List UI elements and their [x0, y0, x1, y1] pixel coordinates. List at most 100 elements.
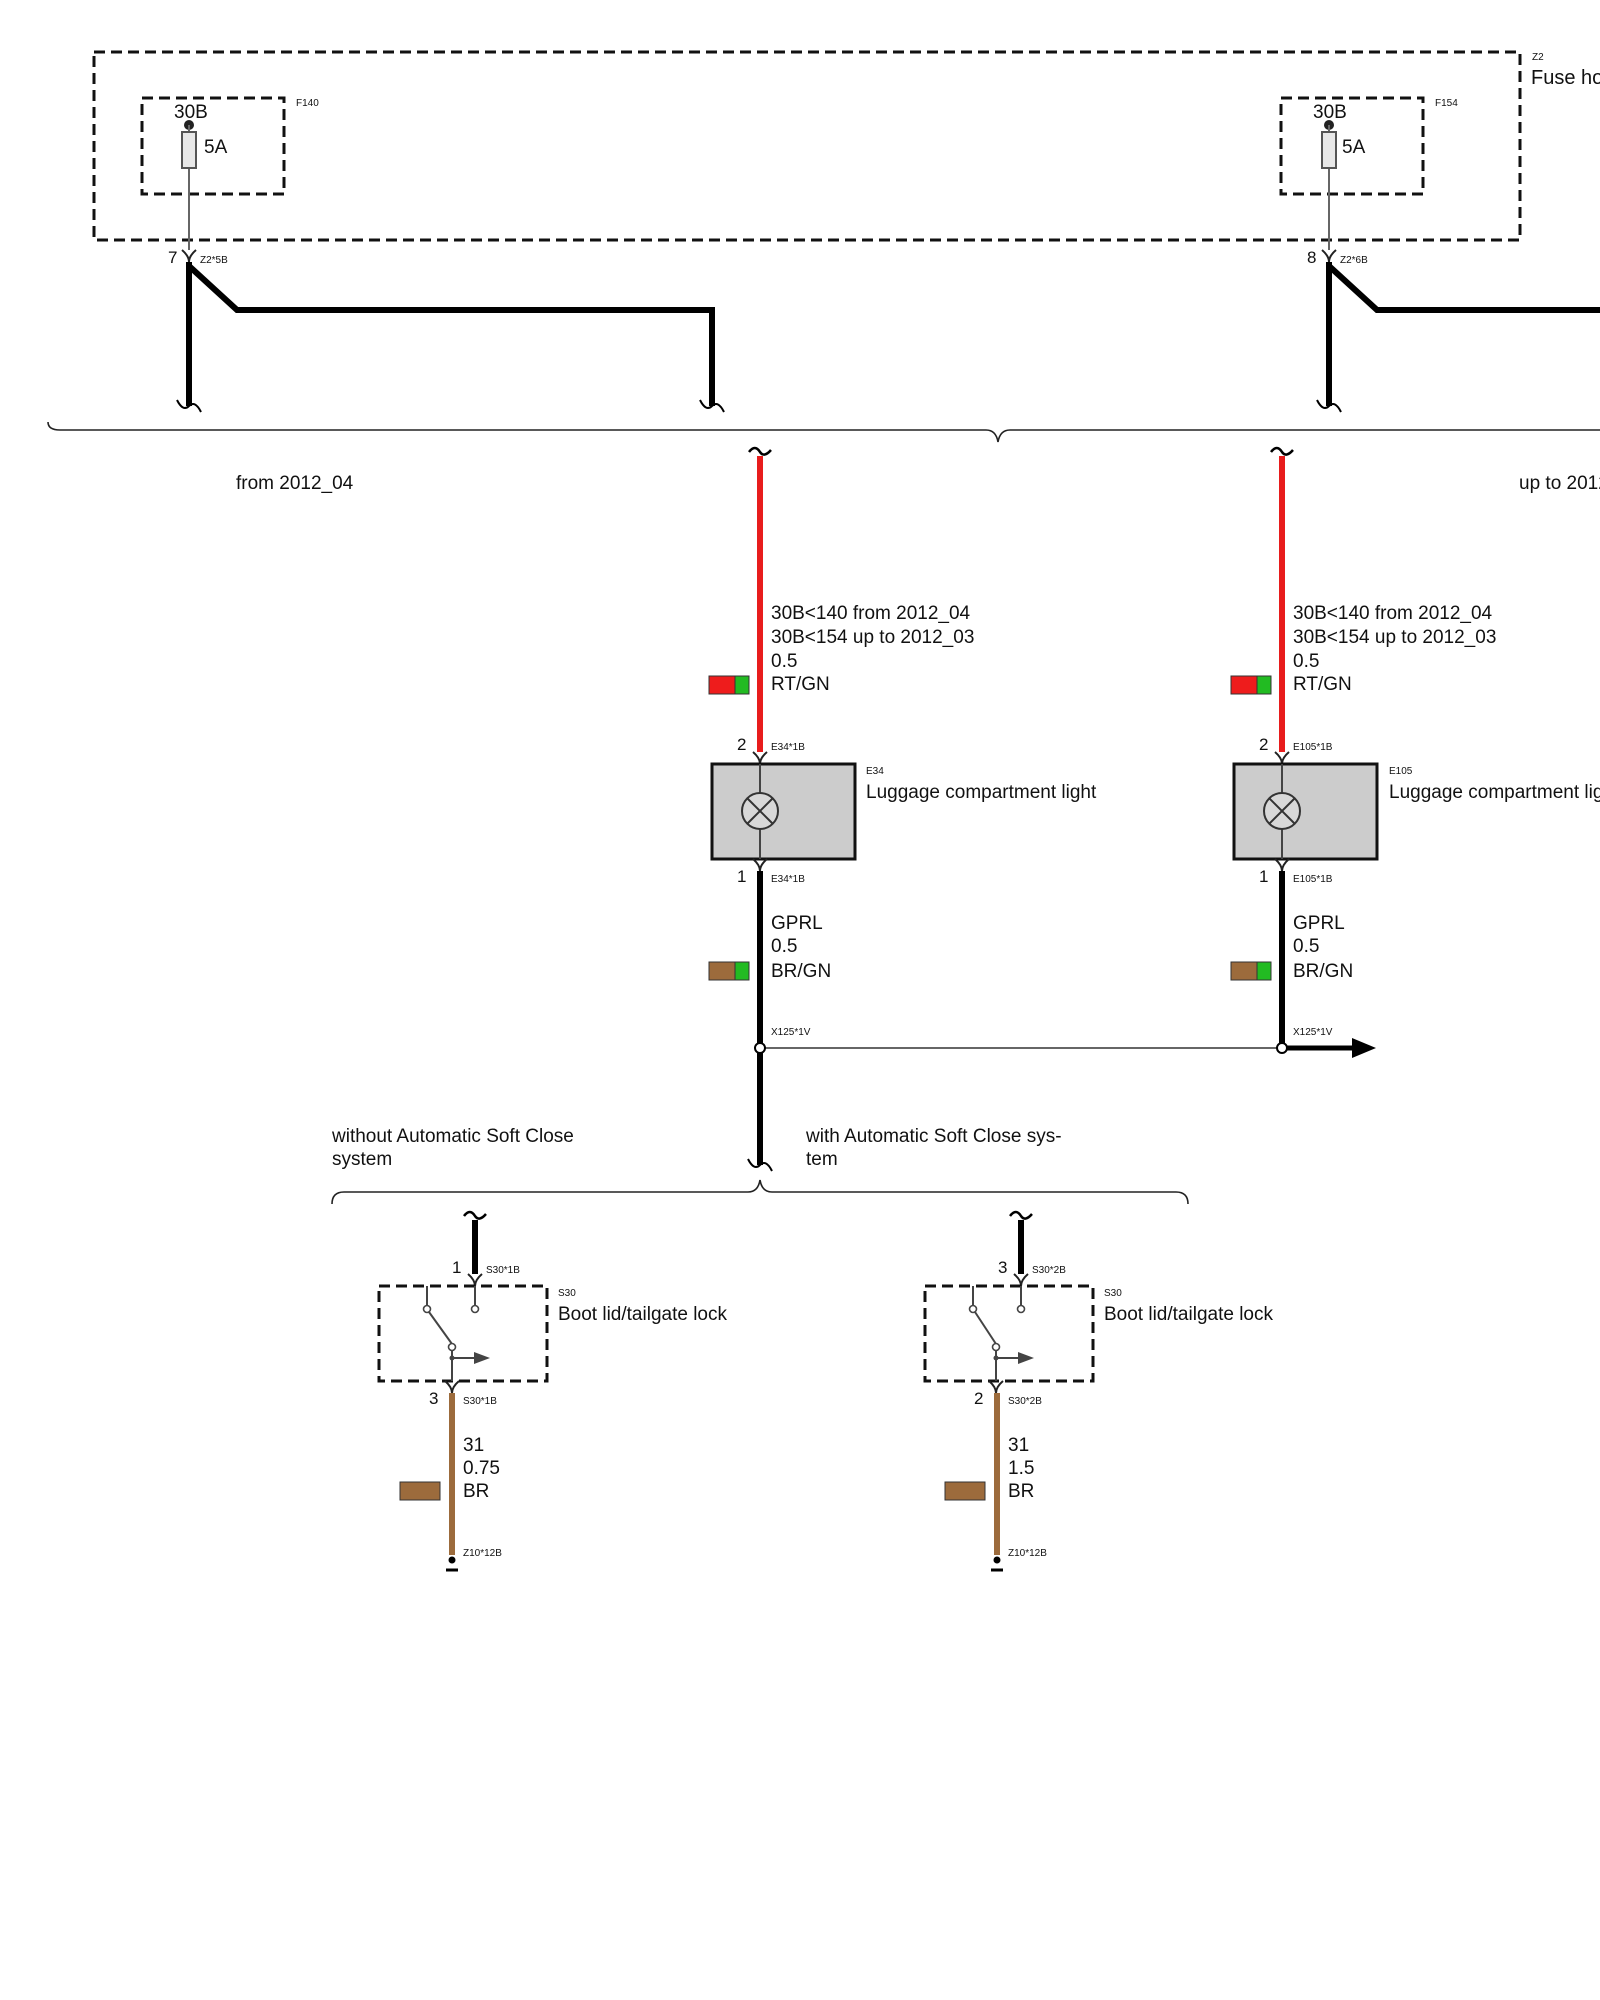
fuse-f154-connector: Z2*6B: [1340, 255, 1368, 266]
wire-e105-return-gauge: 0.5: [1293, 936, 1319, 957]
lock1-conn-bottom: S30*1B: [463, 1396, 497, 1407]
arrow-right-icon: [1352, 1038, 1376, 1058]
lock1-conn-top: S30*1B: [486, 1265, 520, 1276]
wire-e105-feed-line2: 30B<154 up to 2012_03: [1293, 627, 1496, 648]
wire-e105-feed-line1: 30B<140 from 2012_04: [1293, 603, 1493, 624]
lock-option-with-line1: with Automatic Soft Close sys-: [805, 1126, 1062, 1147]
wire-e105-feed-color: RT/GN: [1293, 674, 1352, 695]
lock-option-with-line2: tem: [806, 1149, 838, 1170]
wire-break-icon: [699, 399, 725, 413]
light-e105-pin-top: 2: [1259, 735, 1268, 754]
wire-e34-feed-line2: 30B<154 up to 2012_03: [771, 627, 974, 648]
lock1-id: S30: [558, 1288, 576, 1299]
switch-icon: [968, 1286, 1034, 1381]
splice-left-dot: [754, 1042, 766, 1054]
fuse-f154-pin: 8: [1307, 248, 1316, 267]
ground-icon: [991, 1556, 1003, 1572]
lamp-icon: [741, 792, 779, 830]
fuse-f140-id: F140: [296, 98, 319, 109]
lock1-pin-hook: [467, 1273, 483, 1287]
wire-e34-feed-gauge: 0.5: [771, 651, 797, 672]
splice-right-label: X125*1V: [1293, 1027, 1333, 1038]
light-e34-pin-top: 2: [737, 735, 746, 754]
light-e34-pin-hook: [752, 751, 768, 765]
light-e105-pin-bottom: 1: [1259, 867, 1268, 886]
lock2-conn-bottom: S30*2B: [1008, 1396, 1042, 1407]
wire-color-swatch: [708, 961, 750, 981]
lock2-box: [923, 1284, 1095, 1383]
fuse-f140-rating: 5A: [204, 137, 228, 158]
light-e34-conn-top: E34*1B: [771, 742, 805, 753]
wire-lock2-gauge: 1.5: [1008, 1458, 1034, 1479]
lock-option-without-line1: without Automatic Soft Close: [331, 1126, 574, 1147]
light-e34-pin-hook: [752, 858, 768, 872]
lamp-icon: [1263, 792, 1301, 830]
wire-break-icon: [1009, 1210, 1033, 1220]
light-e105-conn-top: E105*1B: [1293, 742, 1333, 753]
wire-e34-feed-color: RT/GN: [771, 674, 830, 695]
wire-e105-return-signal: GPRL: [1293, 913, 1345, 934]
splice-right-dot: [1276, 1042, 1288, 1054]
wire-break-icon: [176, 399, 202, 413]
fuse-f140-frame: [140, 96, 286, 196]
light-e34-box: [710, 762, 857, 861]
wire-e34-feed-line1: 30B<140 from 2012_04: [771, 603, 971, 624]
lock1-box: [377, 1284, 549, 1383]
fuse-f154: F154 30B 5A: [1279, 96, 1458, 250]
wire-e105-return-color: BR/GN: [1293, 961, 1353, 982]
light-e34-pin-bottom: 1: [737, 867, 746, 886]
fuse-holder-title: Fuse hol: [1531, 67, 1600, 89]
lock2-pin-bottom: 2: [974, 1389, 983, 1408]
lock1-pin-hook: [444, 1380, 460, 1394]
light-e34-id: E34: [866, 766, 884, 777]
wire-lock1-signal: 31: [463, 1435, 484, 1456]
fuse-f154-element: [1321, 131, 1337, 169]
lock2-pin-hook: [1013, 1273, 1029, 1287]
wire-e105-feed-gauge: 0.5: [1293, 651, 1319, 672]
wire-break-icon: [463, 1210, 487, 1220]
wire-e34-return-signal: GPRL: [771, 913, 823, 934]
lock1-pin-top: 1: [452, 1258, 461, 1277]
fuse-f140-element: [181, 131, 197, 169]
light-e105-conn-bottom: E105*1B: [1293, 874, 1333, 885]
fuse-f154-id: F154: [1435, 98, 1458, 109]
lock2-pin-hook: [988, 1380, 1004, 1394]
light-e105-name: Luggage compartment ligh: [1389, 782, 1600, 803]
lock1-ground-label: Z10*12B: [463, 1548, 502, 1559]
variant-right-label: up to 2012: [1519, 473, 1600, 494]
lock-option-without-line2: system: [332, 1149, 392, 1170]
wire-lock2-color: BR: [1008, 1481, 1034, 1502]
wire-break-icon: [748, 446, 772, 456]
fuse-f154-rating: 5A: [1342, 137, 1366, 158]
lock1-name: Boot lid/tailgate lock: [558, 1304, 727, 1325]
variant-left-label: from 2012_04: [236, 473, 354, 494]
splice-left-label: X125*1V: [771, 1027, 811, 1038]
wire-lock1-color: BR: [463, 1481, 489, 1502]
wire-e34-return-gauge: 0.5: [771, 936, 797, 957]
lock1-pin-bottom: 3: [429, 1389, 438, 1408]
switch-icon: [422, 1286, 490, 1381]
wire-color-swatch: [1230, 675, 1272, 695]
ground-icon: [446, 1556, 458, 1572]
light-e105-pin-hook: [1274, 751, 1290, 765]
wire-f154-branch: [1326, 262, 1600, 406]
light-e105-pin-hook: [1274, 858, 1290, 872]
fuse-holder-box: [92, 50, 1522, 242]
lock2-pin-top: 3: [998, 1258, 1007, 1277]
fuse-f140: F140 30B 5A: [140, 96, 319, 250]
wire-color-swatch: [708, 675, 750, 695]
variant-brace: [47, 421, 1600, 443]
wire-lock2-signal: 31: [1008, 1435, 1029, 1456]
fuse-f154-frame: [1279, 96, 1425, 196]
wire-color-swatch: [1230, 961, 1272, 981]
wire-break-icon: [1316, 399, 1342, 413]
lock2-conn-top: S30*2B: [1032, 1265, 1066, 1276]
wire-break-icon: [747, 1158, 773, 1172]
fuse-f140-pin-hook: [181, 249, 197, 263]
lock2-name: Boot lid/tailgate lock: [1104, 1304, 1273, 1325]
fuse-f140-pin: 7: [168, 248, 177, 267]
light-e34-conn-bottom: E34*1B: [771, 874, 805, 885]
wire-color-swatch: [944, 1481, 986, 1501]
wire-f140-branch: [186, 262, 715, 406]
